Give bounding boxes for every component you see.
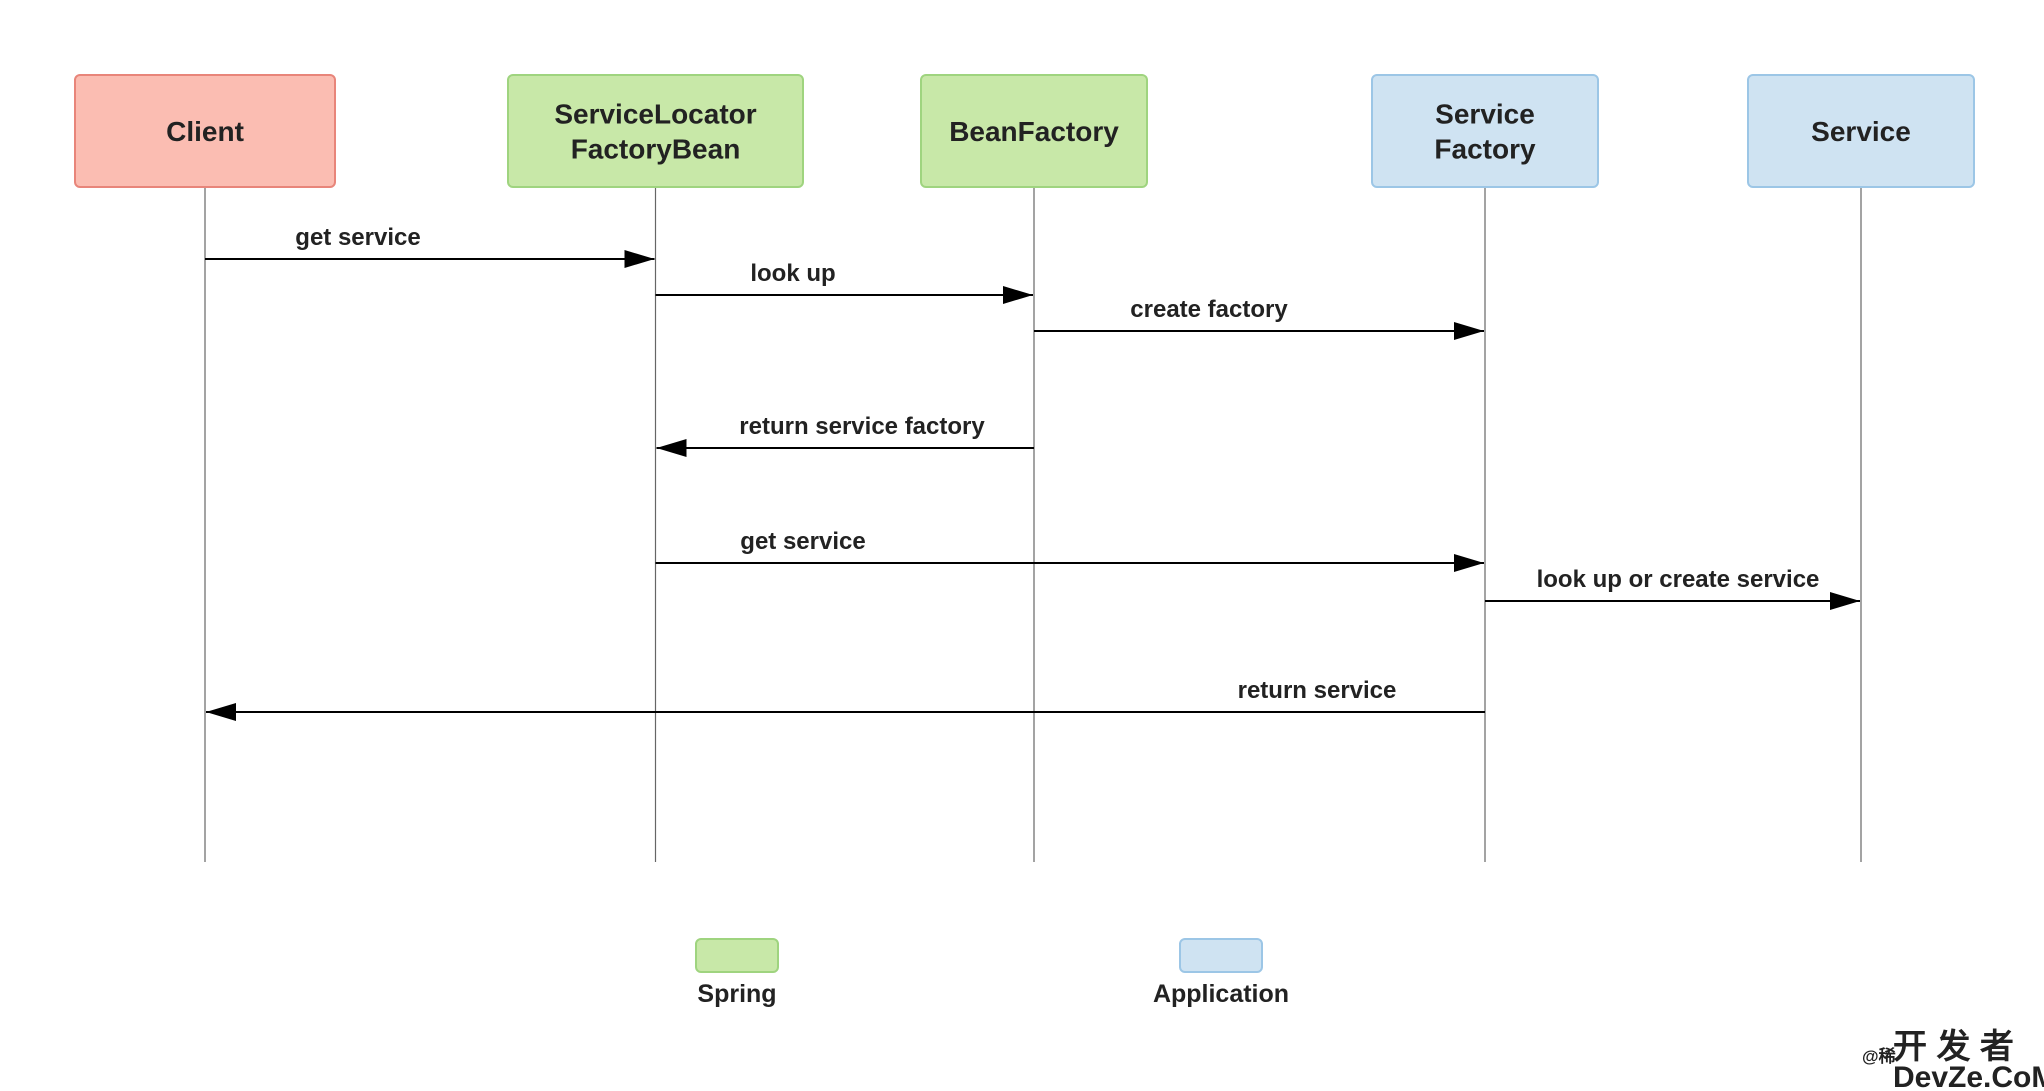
- participant-label-servicefactory: Factory: [1434, 134, 1536, 165]
- legend-swatch-application: [1179, 938, 1263, 973]
- watermark-backdrop: [1892, 1027, 2044, 1091]
- watermark-prefix: @稀: [1862, 1046, 1896, 1066]
- message-label: look up: [750, 260, 835, 287]
- watermark-latin: DevZe.CoM: [1893, 1061, 2044, 1091]
- participant-label-client: Client: [166, 116, 244, 147]
- participant-box-beanfactory: [920, 74, 1148, 188]
- legend-swatch-spring: [695, 938, 779, 973]
- message-label: look up or create service: [1537, 566, 1820, 593]
- message-label: create factory: [1130, 296, 1288, 323]
- participant-label-locator: FactoryBean: [571, 134, 741, 165]
- legend: Spring Application: [695, 938, 1289, 1008]
- participant-box-service: [1747, 74, 1975, 188]
- participant-box-servicefactory: [1371, 74, 1599, 188]
- participant-box-locator: [507, 74, 804, 188]
- watermark: @稀 开 发 者 DevZe.CoM: [1862, 1027, 2044, 1091]
- message-label: return service factory: [739, 413, 985, 440]
- participant-label-beanfactory: BeanFactory: [949, 116, 1119, 147]
- message-label: get service: [740, 528, 865, 555]
- legend-label-spring: Spring: [697, 980, 776, 1008]
- participant-label-service: Service: [1811, 116, 1911, 147]
- lifelines: [204, 187, 1862, 862]
- participant-box-client: [74, 74, 336, 188]
- watermark-chinese: 开 发 者: [1893, 1028, 2014, 1066]
- message-label: return service: [1238, 677, 1397, 704]
- messages: get service look up create factory return s…: [205, 224, 1860, 721]
- message-label: get service: [295, 224, 420, 251]
- legend-label-application: Application: [1153, 980, 1289, 1008]
- participant-label-servicefactory: Service: [1435, 99, 1535, 130]
- participant-label-locator: ServiceLocator: [554, 99, 756, 130]
